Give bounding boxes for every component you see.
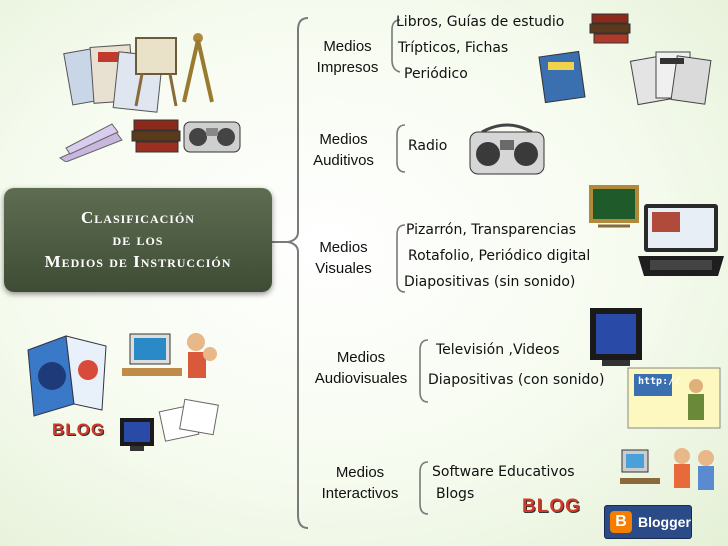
- book-open-illustration: [27, 335, 107, 417]
- radio-illustration-1: [183, 121, 241, 153]
- item-pizarron: Pizarrón, Transparencias: [406, 222, 577, 238]
- category-audiovisuales: Medios Audiovisuales: [306, 347, 416, 389]
- item-television: Televisión ,Videos: [436, 342, 560, 358]
- category-visuales-line2: Visuales: [315, 260, 372, 277]
- newspapers-illustration: [629, 51, 712, 106]
- item-software: Software Educativos: [432, 464, 575, 480]
- chalkboard-illustration: [589, 185, 639, 228]
- monitor-illustration: [120, 418, 154, 451]
- compass-illustration: [182, 33, 214, 103]
- easel-illustration: [134, 37, 178, 107]
- item-blogs: Blogs: [436, 486, 475, 502]
- category-interactivos-line1: Medios: [335, 464, 385, 481]
- title-line-3: Medios de Instrucción: [44, 252, 232, 271]
- papers-illustration: [158, 398, 219, 442]
- category-audiovisuales-line1: Medios: [336, 349, 386, 366]
- kids-computer-illustration: [620, 448, 714, 490]
- laptop-illustration: [638, 204, 724, 276]
- category-auditivos-line2: Auditivos: [313, 152, 374, 169]
- books-stack-illustration-1: [131, 119, 181, 153]
- title-line-1: Clasificación: [81, 208, 195, 227]
- item-diapositivas-con-sonido: Diapositivas (con sonido): [428, 372, 605, 388]
- item-tripticos: Trípticos, Fichas: [398, 40, 509, 56]
- item-libros: Libros, Guías de estudio: [396, 14, 565, 30]
- blog-badge-right: BLOG: [522, 496, 581, 517]
- blogger-label: Blogger: [638, 514, 691, 530]
- blogger-badge: B Blogger: [604, 505, 692, 539]
- category-auditivos: Medios Auditivos: [306, 129, 381, 171]
- item-diapositivas-sin-sonido: Diapositivas (sin sonido): [404, 274, 576, 290]
- presenter-illustration: [627, 367, 721, 429]
- stairs-illustration: [58, 123, 123, 162]
- item-radio: Radio: [408, 138, 448, 154]
- books-stack-illustration-2: [589, 13, 631, 44]
- category-impresos-line1: Medios: [323, 38, 372, 55]
- title-line-2: de los: [112, 230, 164, 249]
- http-label: http://: [638, 376, 681, 387]
- category-audiovisuales-line2: Audiovisuales: [314, 370, 408, 387]
- magazine-illustration: [538, 50, 586, 104]
- students-computer-illustration: [122, 333, 217, 378]
- category-interactivos: Medios Interactivos: [312, 462, 408, 504]
- blogger-icon: B: [610, 511, 632, 533]
- item-periodico: Periódico: [404, 66, 468, 82]
- category-visuales-line1: Medios: [319, 239, 368, 256]
- television-illustration: [590, 308, 642, 366]
- magazines-illustration: [63, 44, 164, 113]
- category-impresos-line2: Impresos: [316, 59, 379, 76]
- item-rotafolio: Rotafolio, Periódico digital: [408, 248, 591, 264]
- category-impresos: Medios Impresos: [310, 36, 385, 78]
- category-visuales: Medios Visuales: [306, 237, 381, 279]
- radio-illustration-2: [469, 123, 545, 175]
- blog-badge-left: BLOG: [52, 420, 106, 439]
- main-title-box: Clasificación de los Medios de Instrucci…: [4, 188, 272, 292]
- category-auditivos-line1: Medios: [319, 131, 368, 148]
- category-interactivos-line2: Interactivos: [321, 485, 399, 502]
